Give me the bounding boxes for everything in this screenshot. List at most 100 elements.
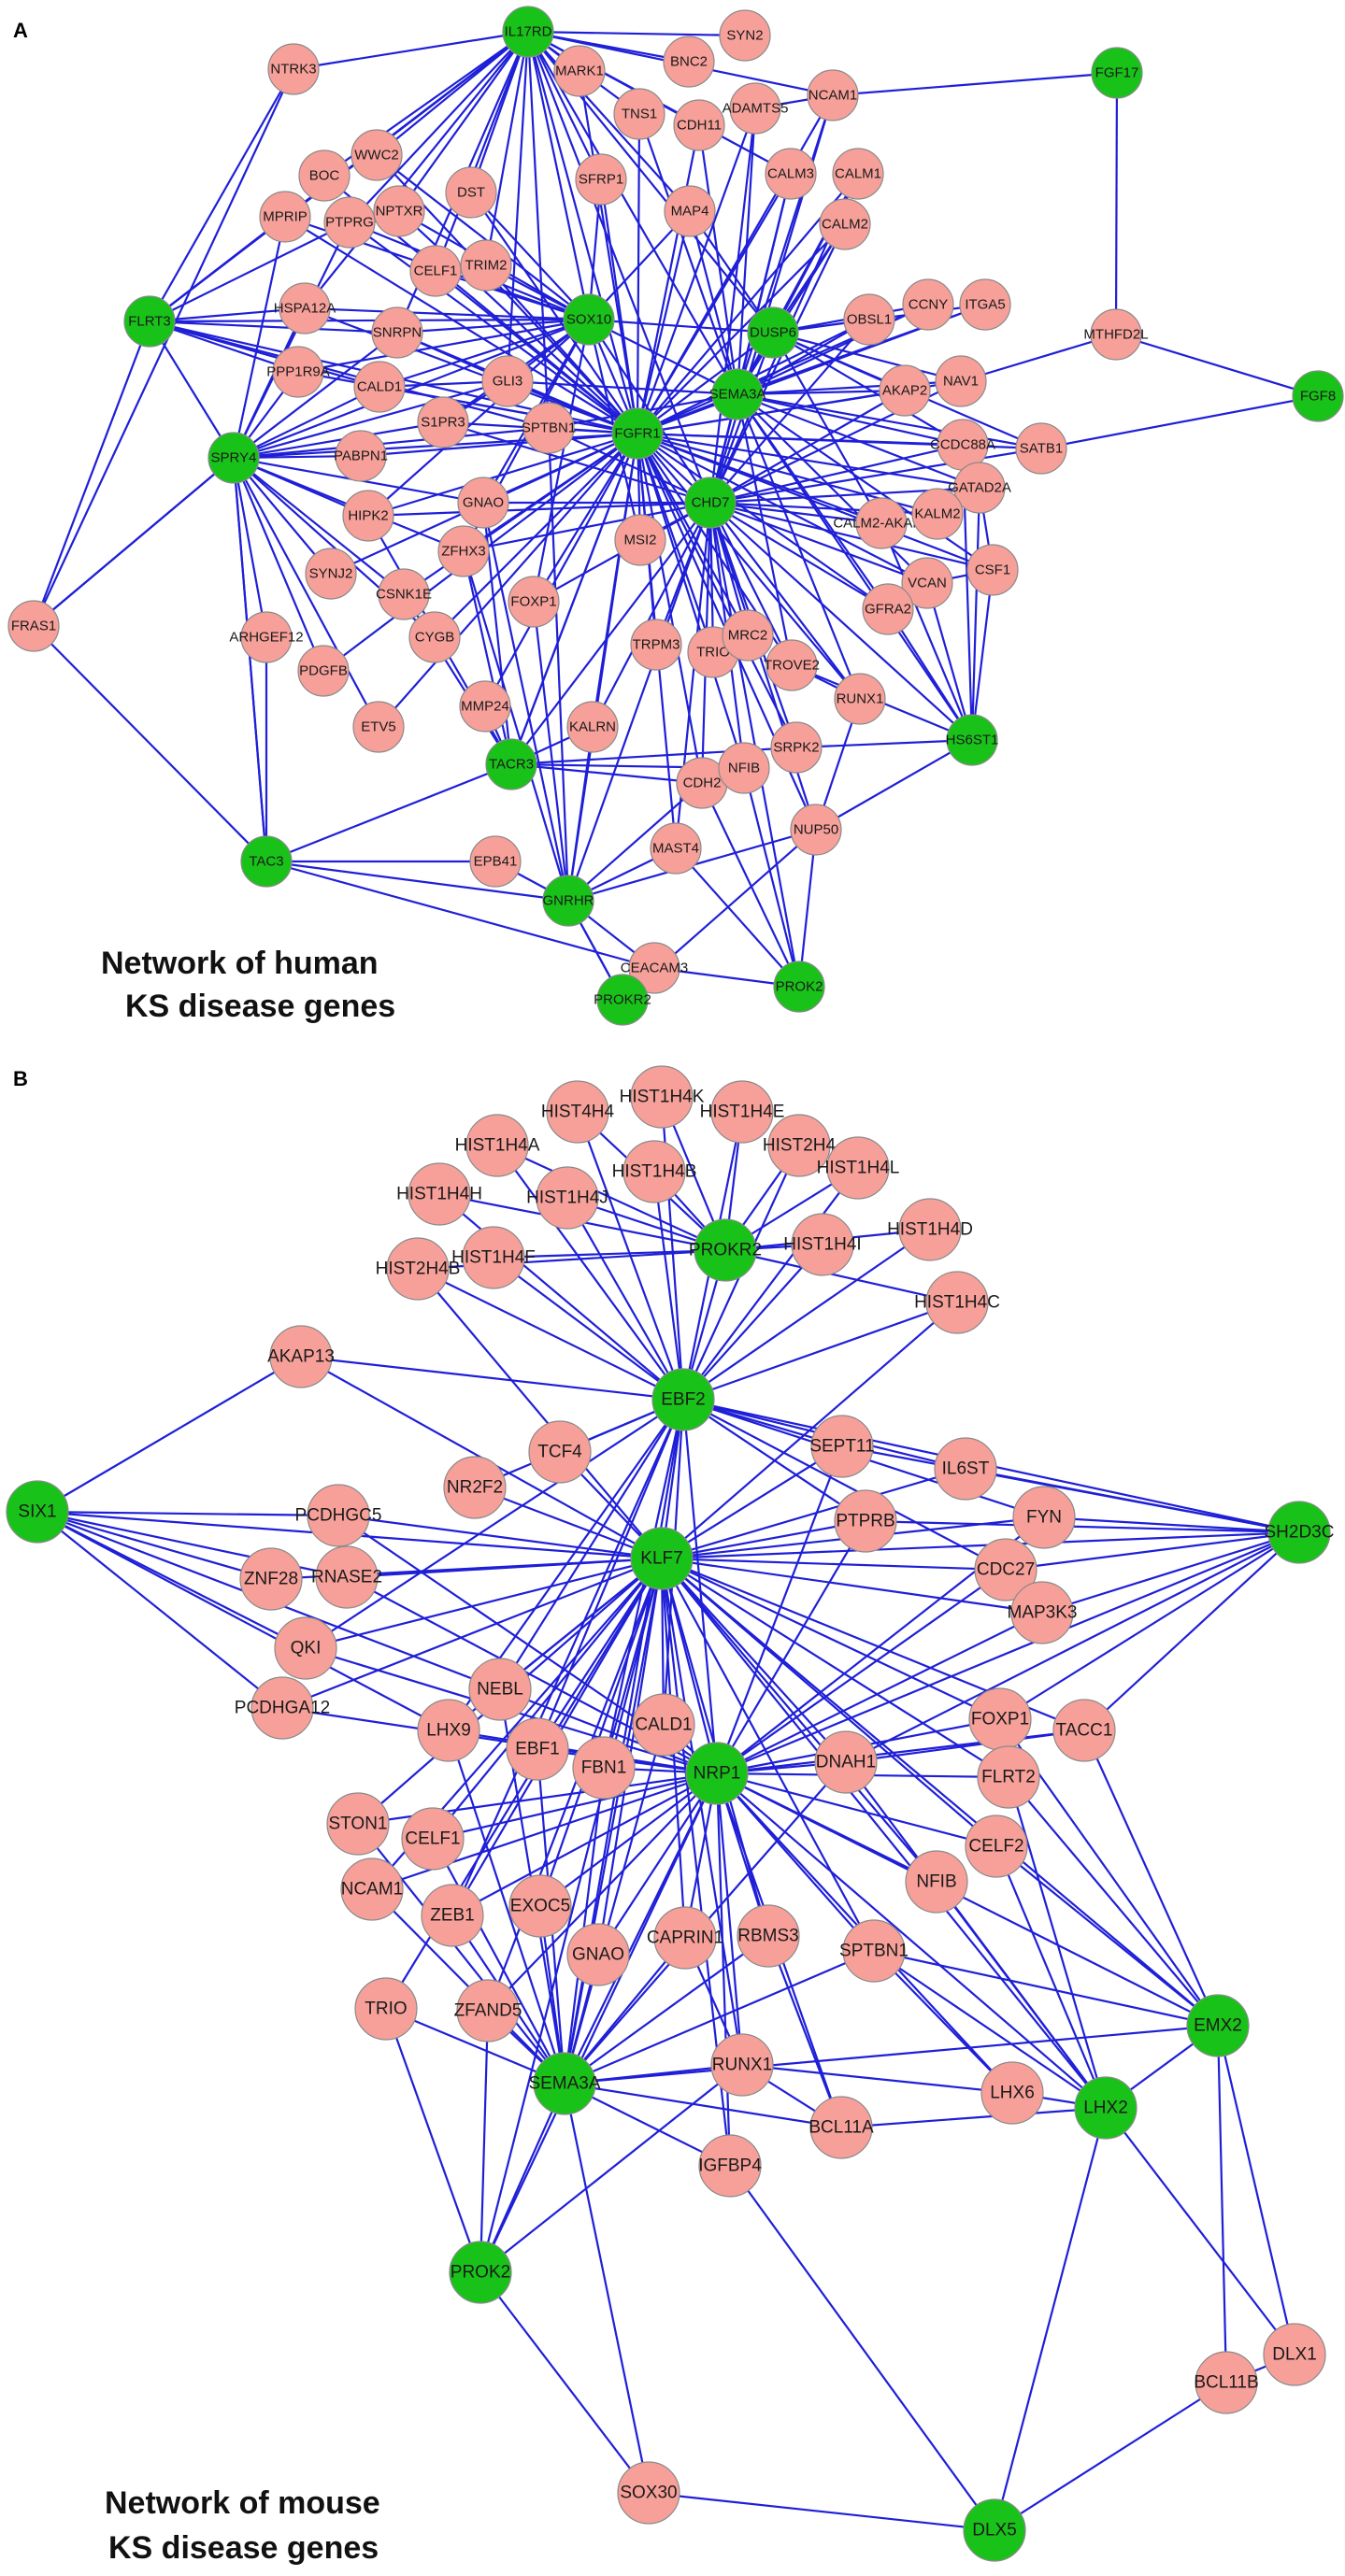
a-node-dst: DST — [445, 166, 497, 219]
b-node-label-hist1h4b: HIST1H4B — [612, 1162, 697, 1182]
a-node-circle-calm2-akap2 — [855, 497, 908, 549]
a-node-circle-foxp1 — [508, 576, 560, 628]
a-node-circle-gnrhr — [542, 875, 594, 927]
b-edge-six1-pcdhga12 — [36, 1511, 283, 1709]
a-node-circle-s1pr3 — [417, 396, 469, 448]
a-node-etv5: ETV5 — [352, 701, 405, 753]
a-node-fgf17: FGF17 — [1091, 47, 1143, 99]
a-node-label-cdh11: CDH11 — [677, 118, 722, 134]
b-node-circle-hist1h4h — [408, 1162, 471, 1226]
b-edge-nrp1-exoc5 — [539, 1772, 718, 1907]
a-node-label-pdgfb: PDGFB — [299, 663, 348, 679]
b-node-exoc5: EXOC5 — [508, 1874, 572, 1938]
b-node-label-zeb1: ZEB1 — [430, 1906, 475, 1926]
a-node-label-flrt3: FLRT3 — [128, 314, 171, 330]
panel-a-caption-line-2: KS disease genes — [125, 989, 395, 1024]
b-node-ston1: STON1 — [326, 1792, 390, 1856]
b-node-circle-hist1h4a — [465, 1114, 529, 1177]
a-edge-spry4-arhgef12 — [232, 457, 268, 638]
b-edge-six1-akap13 — [36, 1356, 302, 1513]
a-node-snrpn: SNRPN — [371, 306, 423, 359]
a-edge-fgf17-mthfd2l — [1114, 72, 1119, 335]
a-edge-fgfr1-etv5 — [378, 433, 638, 728]
b-node-circle-rnase2 — [315, 1545, 379, 1609]
b-node-label-hist1h4h: HIST1H4H — [396, 1185, 482, 1204]
b-node-runx1: RUNX1 — [710, 2033, 774, 2097]
a-node-label-calm1: CALM1 — [835, 166, 881, 182]
a-node-circle-cald1 — [353, 361, 406, 413]
a-node-label-mmp24: MMP24 — [461, 699, 509, 715]
a-node-nup50: NUP50 — [790, 804, 842, 856]
b-node-label-zfand5: ZFAND5 — [454, 2001, 522, 2021]
a-node-circle-itga5 — [959, 278, 1011, 331]
b-node-circle-ebf1 — [506, 1717, 569, 1781]
a-edge-hs6st1-csf1 — [970, 569, 994, 741]
b-edge-lhx2-dlx5 — [993, 2107, 1108, 2531]
b-edge-emx2-bcl11b — [1216, 2025, 1228, 2384]
b-node-circle-prokr2 — [694, 1218, 757, 1282]
b-edge-nrp1-gnao — [597, 1772, 718, 1956]
a-node-circle-fgf17 — [1091, 47, 1143, 99]
a-node-circle-mprip — [259, 191, 311, 243]
b-node-label-akap13: AKAP13 — [267, 1347, 335, 1367]
b-node-circle-sept11 — [810, 1415, 874, 1478]
b-edge-nrp1-map3k3 — [716, 1612, 1043, 1774]
b-edge-ebf2-hist1h4c — [682, 1301, 958, 1402]
b-edge-klf7-sema3a — [563, 1558, 664, 2085]
b-node-label-rnase2: RNASE2 — [311, 1568, 382, 1587]
b-node-label-ncam1: NCAM1 — [341, 1880, 404, 1900]
a-node-label-gli3: GLI3 — [493, 374, 523, 390]
a-node-label-adamts5: ADAMTS5 — [723, 101, 789, 117]
b-node-circle-hist1h4i — [791, 1213, 854, 1276]
b-edge-ebf2-nebl — [499, 1399, 684, 1690]
b-node-label-runx1: RUNX1 — [712, 2056, 772, 2075]
b-node-circle-nr2f2 — [443, 1456, 507, 1519]
a-edge-flrt3-ntrk3 — [149, 68, 294, 322]
a-node-circle-msi2 — [614, 514, 666, 566]
a-node-circle-chd7 — [684, 477, 737, 529]
b-edge-klf7-lhx2 — [661, 1558, 1107, 2109]
b-node-label-pcdhgc5: PCDHGC5 — [295, 1506, 382, 1526]
b-node-qki: QKI — [274, 1616, 337, 1680]
a-node-spry4: SPRY4 — [207, 432, 260, 484]
a-edge-sox10-sema3a — [588, 319, 738, 395]
b-node-circle-dlx1 — [1263, 2323, 1326, 2386]
a-node-circle-cygb — [408, 611, 461, 663]
a-edge-il17rd-syn2 — [527, 30, 746, 37]
b-node-hist1h4e: HIST1H4E — [700, 1080, 785, 1144]
a-edge-fgf8-mthfd2l — [1115, 333, 1319, 398]
a-node-label-chd7: CHD7 — [692, 495, 730, 511]
b-edge-ebf2-hist2h4b — [417, 1268, 684, 1401]
a-node-label-kalm2: KALM2 — [914, 506, 960, 522]
a-node-flrt3: FLRT3 — [123, 295, 176, 348]
a-node-label-ptprg: PTPRG — [325, 215, 374, 231]
b-edge-sh2d3c-sept11 — [841, 1445, 1300, 1534]
a-node-circle-pabpn1 — [335, 430, 387, 482]
a-edge-fgfr1-csf1 — [637, 432, 994, 572]
b-edge-nrp1-sept11 — [715, 1445, 844, 1774]
a-node-sptbn1: SPTBN1 — [522, 402, 576, 454]
b-node-label-fyn: FYN — [1026, 1508, 1062, 1528]
b-node-label-bcl11b: BCL11B — [1194, 2373, 1258, 2393]
a-node-mark1: MARK1 — [553, 45, 606, 97]
a-edge-fgfr1-adamts5 — [636, 107, 757, 434]
b-node-circle-runx1 — [710, 2033, 774, 2097]
b-node-label-hist1h4e: HIST1H4E — [700, 1103, 785, 1122]
a-edge-fgfr1-cygb — [434, 433, 638, 638]
b-node-circle-dnah1 — [814, 1730, 878, 1794]
a-node-label-calm3: CALM3 — [767, 166, 814, 182]
a-edge-fgfr1-srpk2 — [637, 433, 797, 748]
b-node-cald1: CALD1 — [632, 1693, 695, 1757]
a-edge-prok2-mast4 — [675, 847, 800, 988]
b-node-label-exoc5: EXOC5 — [510, 1897, 570, 1916]
a-edge-fgf17-ncam1 — [832, 71, 1118, 97]
b-node-label-sept11: SEPT11 — [809, 1437, 874, 1457]
a-node-label-ceacam3: CEACAM3 — [621, 961, 689, 976]
b-node-circle-map3k3 — [1010, 1581, 1074, 1644]
a-node-label-ppp1r9a: PPP1R9A — [266, 364, 330, 380]
b-edge-klf7-emx2 — [661, 1558, 1219, 2027]
b-edge-prokr2-hist1h4c — [724, 1248, 958, 1304]
a-edge-sema3a-csf1 — [737, 393, 994, 571]
a-edge-hs6st1-nup50 — [815, 739, 973, 831]
b-edge-six1-znf28 — [36, 1510, 272, 1581]
